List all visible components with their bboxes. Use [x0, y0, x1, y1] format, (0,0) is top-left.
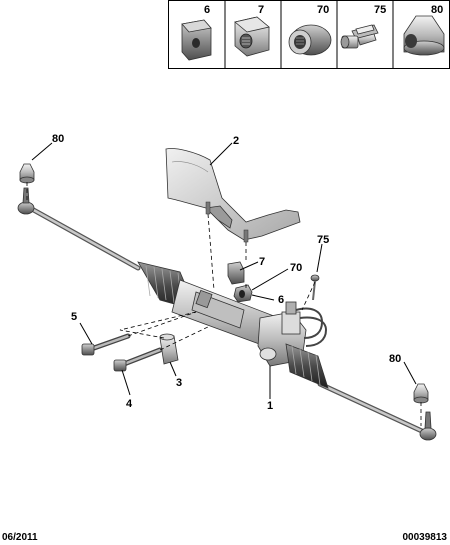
heat-shield[interactable] — [165, 148, 301, 243]
bolt-5[interactable] — [81, 333, 131, 356]
kit-item-7[interactable]: 7 — [234, 4, 270, 57]
left-tie-rod[interactable] — [17, 187, 141, 271]
bolt-4[interactable] — [113, 347, 163, 372]
kit-item-6[interactable]: 6 — [181, 4, 212, 61]
bush-icon — [288, 24, 332, 56]
nut-icon — [403, 15, 445, 56]
right-tie-rod[interactable] — [317, 381, 437, 441]
kit-item-number: 80 — [431, 4, 443, 16]
callout-1[interactable]: 1 — [267, 400, 273, 412]
assembly-lines — [26, 182, 422, 426]
callout-80-bottom[interactable]: 80 — [389, 353, 401, 365]
callout-3[interactable]: 3 — [176, 377, 182, 389]
callout-2[interactable]: 2 — [233, 135, 239, 147]
nut-80-bottom[interactable] — [413, 383, 429, 404]
right-boot — [285, 343, 329, 389]
footer-date: 06/2011 — [2, 532, 38, 543]
bolt-icon — [340, 24, 379, 49]
callout-5[interactable]: 5 — [71, 311, 77, 323]
bush-70[interactable] — [233, 284, 253, 303]
kit-item-number: 75 — [374, 4, 386, 16]
rubber-pad-icon — [181, 19, 212, 61]
callout-6[interactable]: 6 — [278, 294, 284, 306]
clip-block-icon — [234, 16, 270, 57]
kit-item-70[interactable]: 70 — [288, 4, 332, 56]
kit-item-number: 7 — [258, 4, 264, 16]
callout-75[interactable]: 75 — [317, 234, 329, 246]
callout-7[interactable]: 7 — [259, 256, 265, 268]
footer-reference: 00039813 — [403, 532, 448, 543]
nut-80-top[interactable] — [19, 163, 35, 184]
kit-item-80[interactable]: 80 — [403, 4, 445, 56]
bolt-75[interactable] — [310, 274, 320, 300]
kit-item-number: 70 — [317, 4, 329, 16]
leader-lines — [31, 142, 417, 399]
kit-item-number: 6 — [204, 4, 210, 16]
callout-4[interactable]: 4 — [126, 398, 133, 410]
spacer-3[interactable] — [159, 333, 179, 365]
callout-labels: 80 2 75 7 70 6 5 3 4 1 80 — [52, 133, 401, 412]
callout-80-top[interactable]: 80 — [52, 133, 64, 145]
pad-7[interactable] — [227, 261, 245, 285]
kit-item-75[interactable]: 75 — [340, 4, 386, 49]
steering-rack[interactable] — [137, 261, 329, 389]
callout-70[interactable]: 70 — [290, 262, 302, 274]
footer: 06/2011 00039813 — [2, 532, 447, 543]
kit-box: 6 7 70 — [168, 0, 450, 69]
